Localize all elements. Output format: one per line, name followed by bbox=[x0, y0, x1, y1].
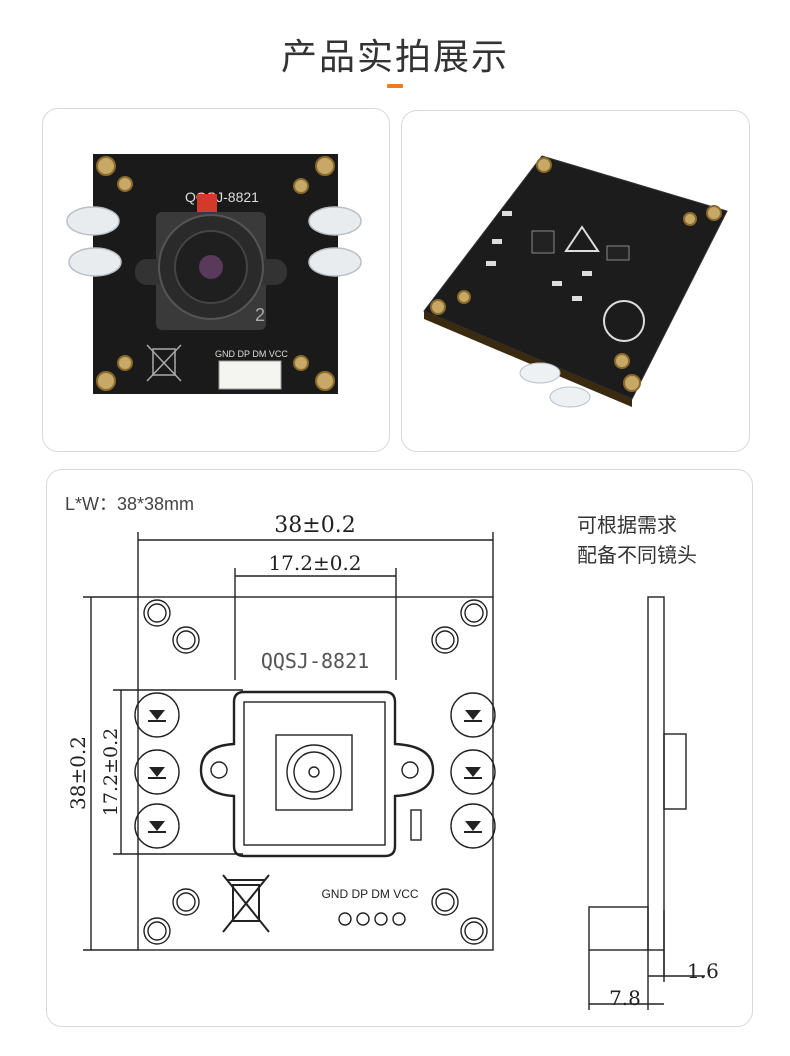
drawing-mounting-holes bbox=[143, 599, 488, 945]
module-outline-drawing: 38±0.2 17.2±0.2 38±0.2 17.2±0.2 QQSJ-882… bbox=[66, 513, 719, 1010]
lens-glass bbox=[199, 255, 223, 279]
dim-width-label: 38±0.2 bbox=[274, 513, 355, 538]
photo-back-card bbox=[401, 110, 750, 452]
mounting-holes bbox=[96, 156, 335, 391]
logo-triangle-icon bbox=[564, 225, 600, 252]
drawing-led-left bbox=[134, 692, 180, 849]
lens-note-line-1: 可根据需求 bbox=[577, 513, 677, 537]
drawing-lens-holder bbox=[199, 690, 435, 858]
drawing-connector-label: GND DP DM VCC bbox=[321, 887, 418, 901]
lens-note: 可根据需求 配备不同镜头 bbox=[577, 510, 697, 570]
page-title: 产品实拍展示 bbox=[280, 37, 509, 78]
dim-depth-label: 7.8 bbox=[609, 986, 641, 1010]
smd-components bbox=[486, 211, 630, 301]
dim-height-label: 38±0.2 bbox=[66, 736, 90, 810]
ir-leds bbox=[66, 206, 362, 277]
title-accent-bar bbox=[387, 84, 403, 88]
side-view bbox=[588, 596, 705, 1010]
dim-inner-width-label: 17.2±0.2 bbox=[268, 551, 361, 575]
red-component bbox=[197, 194, 217, 216]
drawing-small-component bbox=[410, 809, 422, 841]
diode-symbols bbox=[148, 710, 482, 833]
drawing-board-label: QQSJ-8821 bbox=[261, 649, 369, 673]
back-photo-illustration bbox=[423, 155, 728, 408]
back-ir-leds bbox=[519, 362, 591, 408]
back-mounting-holes bbox=[430, 157, 722, 392]
technical-drawing-card: L*W：38*38mm 可根据需求 配备不同镜头 bbox=[46, 469, 753, 1027]
recycle-symbol-icon bbox=[603, 300, 645, 342]
lens-note-line-2: 配备不同镜头 bbox=[577, 543, 697, 567]
pcb-edge bbox=[424, 311, 632, 407]
dim-inner-height-label: 17.2±0.2 bbox=[100, 728, 122, 816]
cam-number: 2 bbox=[255, 305, 265, 325]
pcb-silk-label: QQSJ-8821 bbox=[185, 189, 259, 205]
dim-thickness-label: 1.6 bbox=[687, 959, 719, 983]
weee-icon bbox=[146, 344, 182, 382]
dimension-spec: L*W：38*38mm bbox=[65, 494, 195, 514]
drawing-led-right bbox=[450, 692, 496, 849]
connector-silk-label: GND DP DM VCC bbox=[215, 349, 288, 359]
usb-connector bbox=[218, 360, 282, 390]
pcb-board-back bbox=[423, 155, 728, 400]
board-outline bbox=[137, 596, 494, 951]
weee-bin-icon bbox=[222, 874, 270, 933]
photo-front-card: QQSJ-8821 2 GND DP DM VCC bbox=[42, 108, 390, 452]
drawing-connector-pads bbox=[338, 912, 406, 926]
front-photo-illustration: QQSJ-8821 2 GND DP DM VCC bbox=[66, 154, 362, 394]
